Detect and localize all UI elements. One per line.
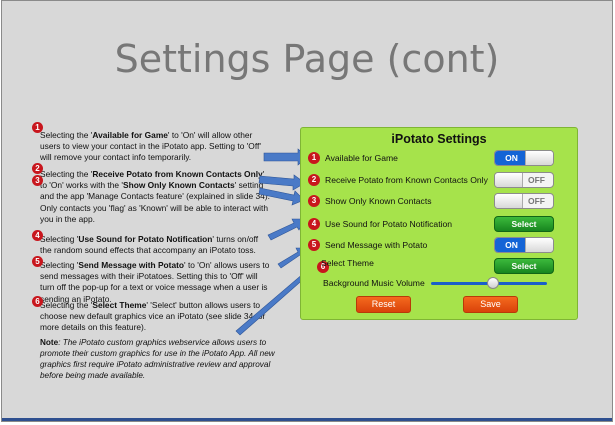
toggle-state: ON (495, 238, 528, 252)
select-theme-label: Select Theme (321, 258, 374, 268)
callout-5: 5 Selecting 'Send Message with Potato' t… (32, 256, 272, 305)
callout-number-2: 2 (32, 163, 43, 174)
callout-number-6: 6 (32, 296, 43, 307)
ipotato-settings-panel: iPotato Settings 1 Available for Game ON… (300, 127, 578, 320)
callout-text: Selecting the ' (40, 130, 93, 140)
panel-title: iPotato Settings (391, 132, 487, 146)
send-message-toggle[interactable]: ON (494, 237, 554, 253)
footer-bar (2, 418, 612, 421)
save-button[interactable]: Save (463, 296, 518, 313)
send-message-label: Send Message with Potato (325, 240, 428, 250)
callout-bold: Send Message with Potato (78, 260, 185, 270)
callout-6: 6 Selecting the 'Select Theme' 'Select' … (32, 296, 278, 334)
use-sound-label: Use Sound for Potato Notification (325, 219, 453, 229)
toggle-knob (495, 194, 523, 208)
row-badge-4: 4 (308, 218, 320, 230)
callout-text: ' to 'On' allows users to send messages … (40, 260, 270, 304)
callout-bold: Receive Potato from Known Contacts Only (92, 169, 263, 179)
callout-text: Selecting the ' (40, 169, 93, 179)
row-badge-5: 5 (308, 239, 320, 251)
callout-number-3: 3 (32, 175, 43, 186)
callout-number-1: 1 (32, 122, 43, 133)
receive-known-contacts-toggle[interactable]: OFF (494, 172, 554, 188)
toggle-state: OFF (528, 175, 545, 185)
toggle-knob (495, 173, 523, 187)
available-for-game-label: Available for Game (325, 153, 398, 163)
callout-text: Selecting the ' (40, 300, 93, 310)
receive-known-contacts-label: Receive Potato from Known Contacts Only (325, 175, 488, 185)
show-known-contacts-toggle[interactable]: OFF (494, 193, 554, 209)
note-label: Note (40, 338, 59, 347)
callout-2: 2 3 Selecting the 'Receive Potato from K… (32, 163, 272, 225)
row-badge-3: 3 (308, 195, 320, 207)
callout-bold: Available for Game (92, 130, 168, 140)
callout-number-5: 5 (32, 256, 43, 267)
callout-text: ' to 'On' works with the ' (40, 169, 265, 191)
toggle-state: ON (495, 151, 528, 165)
callout-text: ' setting and the app 'Manage Contacts f… (40, 180, 270, 224)
row-badge-1: 1 (308, 152, 320, 164)
toggle-knob (525, 238, 553, 252)
callout-4: 4 Selecting 'Use Sound for Potato Notifi… (32, 230, 272, 256)
reset-button[interactable]: Reset (356, 296, 411, 313)
background-music-volume-label: Background Music Volume (323, 278, 425, 288)
callout-bold: Use Sound for Potato Notification (78, 234, 213, 244)
callout-text: ' turns on/off the random sound effects … (40, 234, 259, 256)
callout-bold: Select Theme (92, 300, 147, 310)
select-theme-button[interactable]: Select (494, 258, 554, 274)
callout-text: ' 'Select' button allows users to choose… (40, 300, 266, 333)
available-for-game-toggle[interactable]: ON (494, 150, 554, 166)
callout-text: ' to 'On' will allow other users to view… (40, 130, 261, 163)
slide-title: Settings Page (cont) (114, 37, 500, 81)
note-text: Note: The iPotato custom graphics webser… (40, 337, 280, 381)
callout-text: Selecting ' (40, 260, 79, 270)
note-body: : The iPotato custom graphics webservice… (40, 338, 275, 380)
callout-1: 1 Selecting the 'Available for Game' to … (32, 122, 270, 164)
toggle-knob (525, 151, 553, 165)
row-badge-6: 6 (317, 261, 329, 273)
callout-text: Selecting ' (40, 234, 79, 244)
volume-slider-knob[interactable] (487, 277, 499, 289)
callout-number-4: 4 (32, 230, 43, 241)
show-known-contacts-label: Show Only Known Contacts (325, 196, 432, 206)
toggle-state: OFF (528, 196, 545, 206)
callout-bold: Show Only Known Contacts (123, 180, 235, 191)
row-badge-2: 2 (308, 174, 320, 186)
use-sound-select-button[interactable]: Select (494, 216, 554, 232)
